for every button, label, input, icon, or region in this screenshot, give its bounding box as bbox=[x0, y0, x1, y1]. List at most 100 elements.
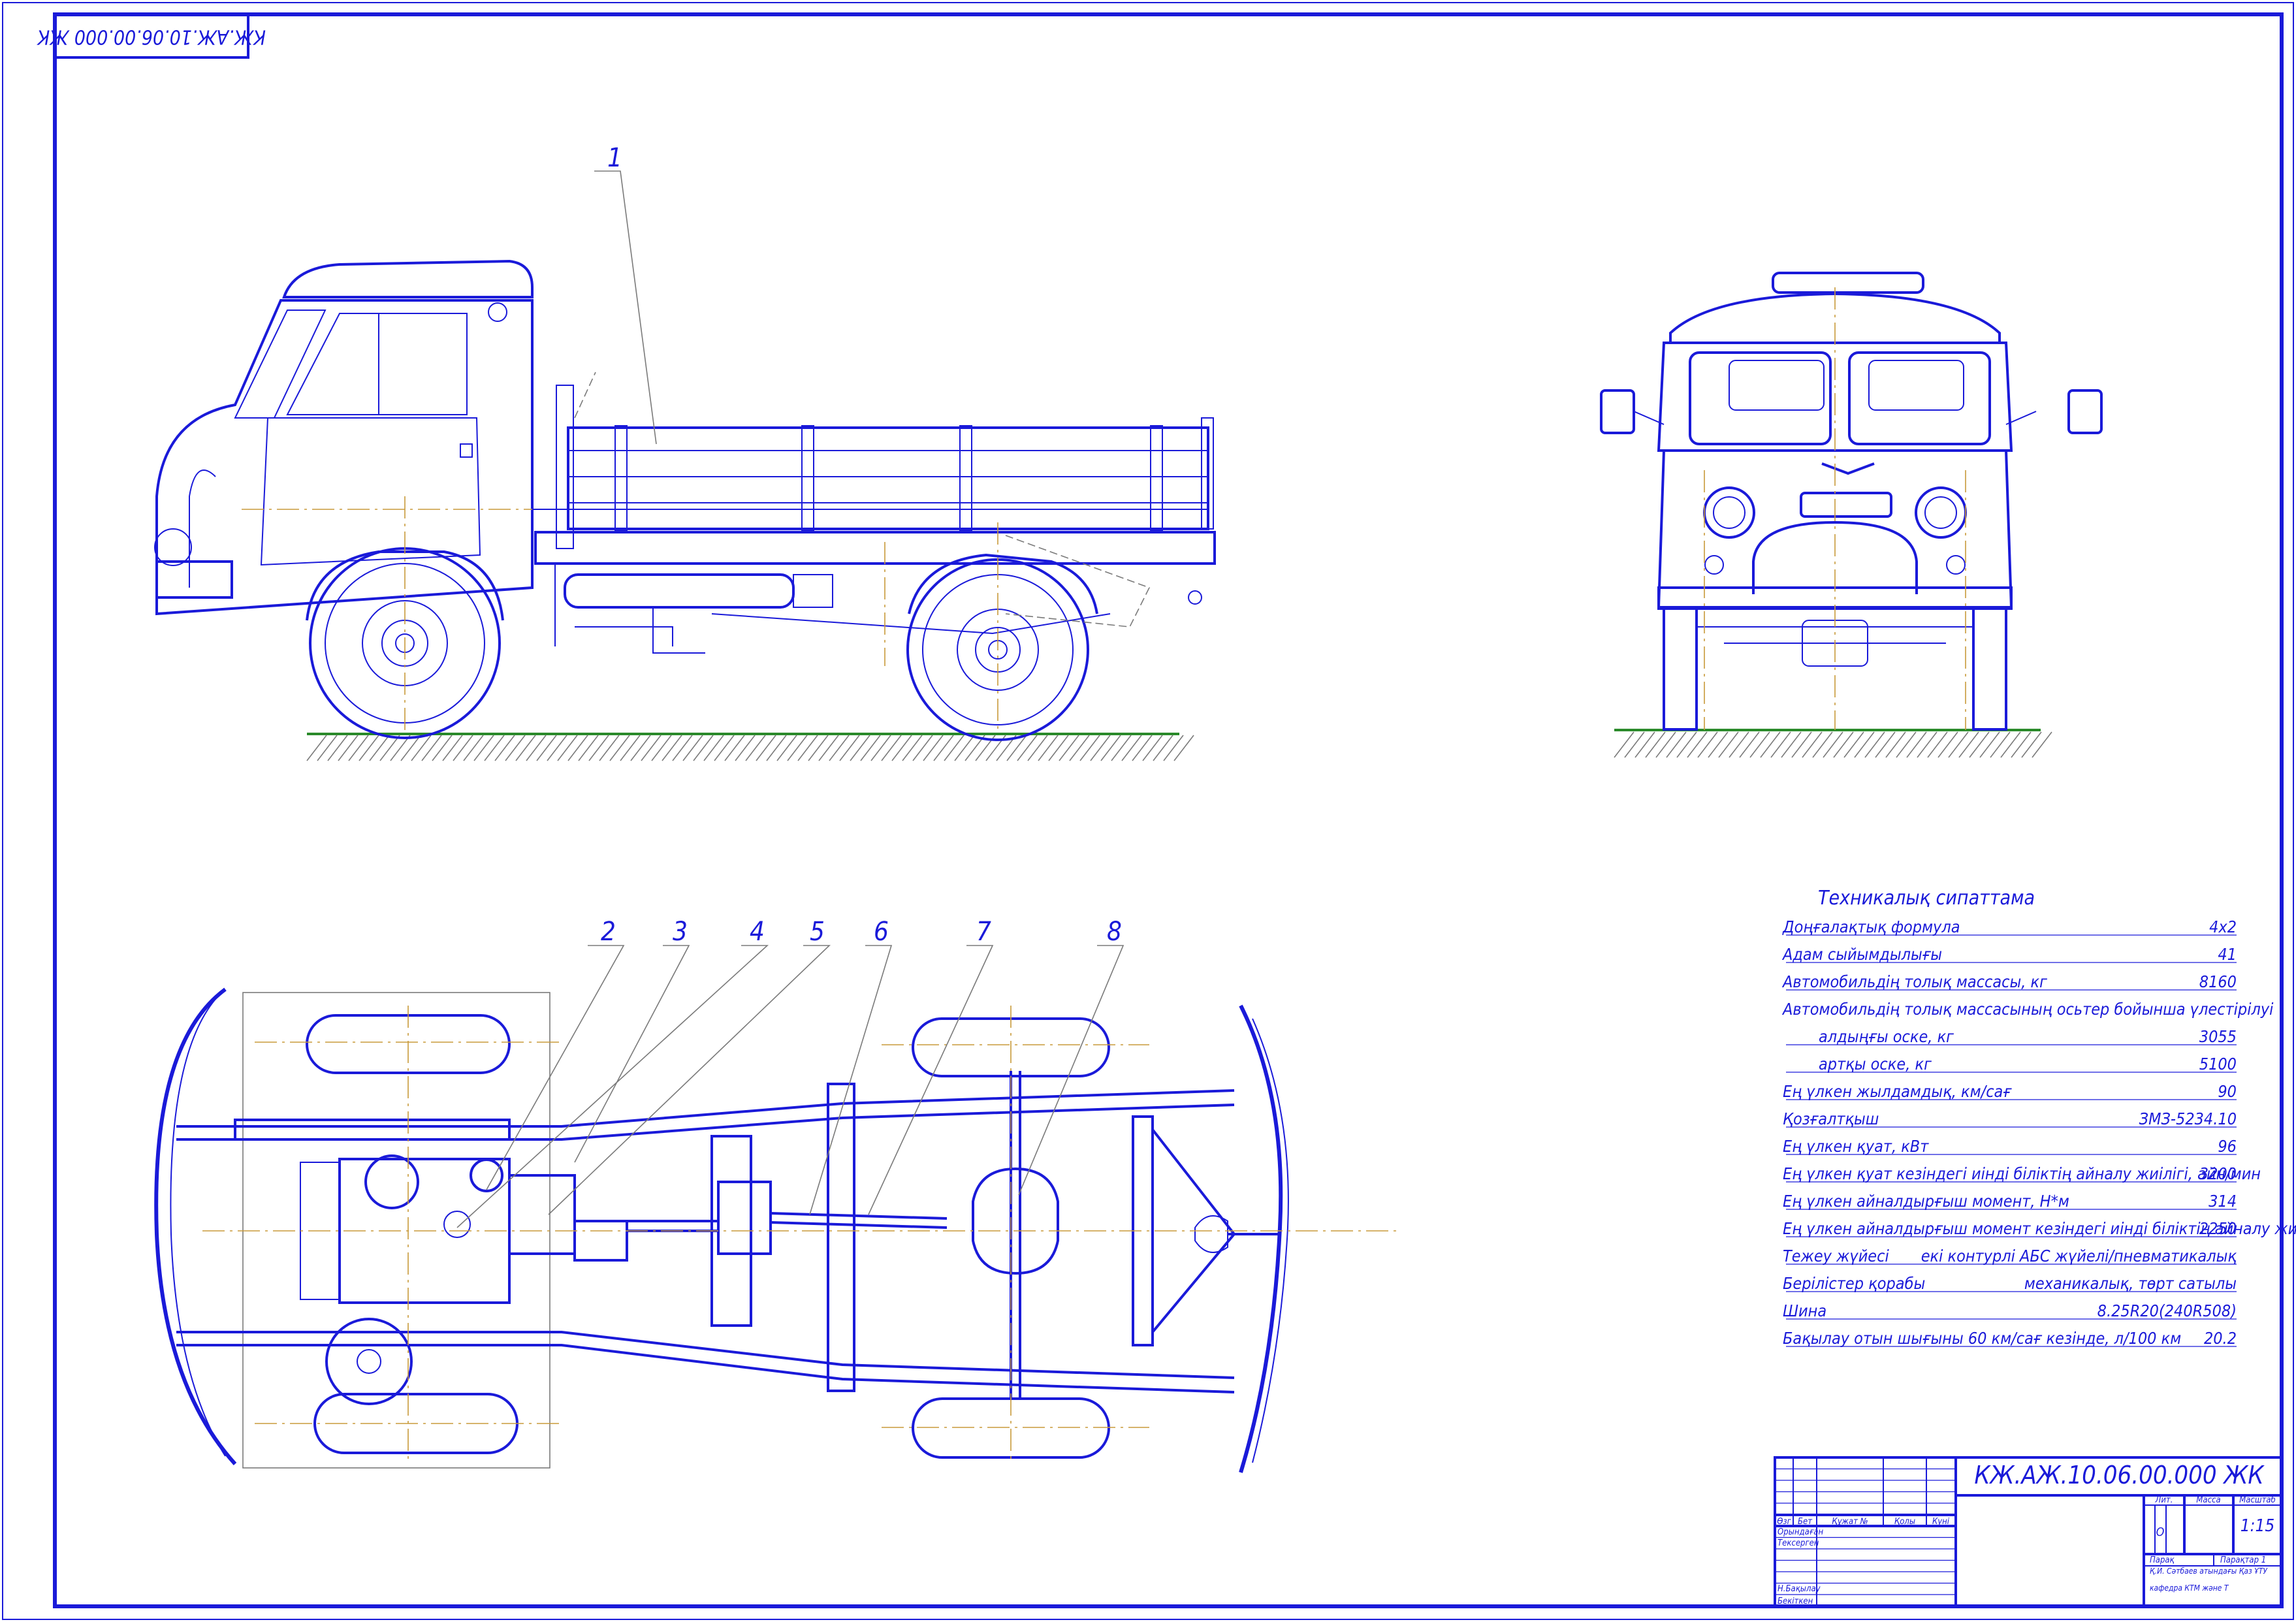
rotated-code-box: КЖ.АЖ.10.06.00.000 ЖК bbox=[36, 13, 266, 59]
door-window bbox=[286, 313, 468, 415]
title-block-col-header: Қолы bbox=[1894, 1517, 1915, 1527]
gearbox bbox=[508, 1174, 576, 1255]
rear-wheel-side bbox=[906, 553, 1098, 741]
cab-front-upper bbox=[1657, 342, 2013, 452]
title-block-col-header: Құжат № bbox=[1832, 1517, 1868, 1527]
propeller-shaft-2 bbox=[770, 1212, 948, 1220]
callout-leaders bbox=[456, 170, 1124, 1228]
spec-row-value: 8160 bbox=[2199, 972, 2237, 991]
spec-row-label: Ең үлкен жылдамдық, км/сағ bbox=[1783, 1082, 2012, 1101]
marker-light bbox=[488, 302, 507, 322]
steering-wheel bbox=[325, 1318, 413, 1405]
spec-row-value: 3055 bbox=[2199, 1027, 2237, 1046]
spec-row-label: Ең үлкен айналдырғыш момент кезіндегі иі… bbox=[1783, 1219, 2296, 1238]
title-block-role: Бекіткен bbox=[1778, 1597, 1813, 1606]
spec-row-value: механикалық, төрт сатылы bbox=[2024, 1274, 2237, 1293]
spec-row-value: 96 bbox=[2218, 1137, 2237, 1156]
spec-title: Техникалық сипаттама bbox=[1818, 887, 2035, 910]
cargo-body bbox=[556, 372, 1214, 549]
spec-row-value: ЗМЗ-5234.10 bbox=[2139, 1109, 2237, 1128]
spec-table: Техникалық сипаттама Доңғалақтық формула… bbox=[1781, 887, 2296, 1348]
spec-row-value: 3200 bbox=[2199, 1164, 2237, 1183]
left-windshield bbox=[1689, 351, 1832, 445]
spec-row-label: Адам сыйымдылығы bbox=[1781, 945, 1942, 964]
spec-row-label: Автомобильдің толық массасы, кг bbox=[1781, 972, 2047, 991]
front-board bbox=[556, 385, 574, 549]
title-block: Өзг Бет Құжат № Қолы КүніОрындағанТексергенН… bbox=[1774, 1456, 2283, 1608]
callout-3: 3 bbox=[673, 917, 688, 947]
rear-bumper-plan bbox=[1239, 1004, 1283, 1473]
scale-header: Масштаб bbox=[2239, 1495, 2276, 1505]
right-mirror bbox=[2067, 389, 2103, 434]
callout-6: 6 bbox=[874, 917, 889, 947]
callout-4: 4 bbox=[750, 917, 765, 947]
title-block-role: Орындаған bbox=[1778, 1527, 1823, 1537]
roof-rack bbox=[1772, 272, 1924, 294]
frame-rail-left bbox=[176, 1089, 1235, 1128]
cab-roof bbox=[282, 259, 534, 298]
emblem bbox=[1821, 462, 1875, 475]
right-windshield bbox=[1848, 351, 1991, 445]
title-block-col-header: Бет bbox=[1798, 1517, 1813, 1527]
scale-value: 1:15 bbox=[2240, 1516, 2275, 1536]
mass-header: Масса bbox=[2196, 1495, 2220, 1505]
org-line-1: Қ.И. Сәтбаев атындағы Қаз ҰТУ bbox=[2150, 1566, 2268, 1576]
spec-row-value: екі контурлі АБС жүйелі/пневматикалық bbox=[1921, 1247, 2237, 1265]
lit-header: Лит. bbox=[2155, 1495, 2173, 1505]
spec-row-value: 314 bbox=[2208, 1192, 2237, 1211]
spec-row-label: Қозғалтқыш bbox=[1783, 1109, 1879, 1128]
callout-7: 7 bbox=[976, 917, 991, 947]
cab-body bbox=[155, 299, 534, 616]
title-block-code: КЖ.АЖ.10.06.00.000 ЖК bbox=[1974, 1461, 2265, 1489]
spec-row-value: 2250 bbox=[2199, 1219, 2237, 1238]
title-block-col-header: Күні bbox=[1932, 1517, 1950, 1527]
spec-row-value: 4x2 bbox=[2209, 917, 2237, 936]
front-bumper-plan bbox=[154, 987, 237, 1466]
spec-row-label: Берілістер қорабы bbox=[1783, 1274, 1925, 1293]
transfer-case bbox=[717, 1181, 772, 1255]
callout-8: 8 bbox=[1107, 917, 1122, 947]
fuel-tank bbox=[564, 573, 795, 609]
windshield bbox=[234, 310, 327, 419]
front-axle bbox=[234, 1119, 511, 1141]
lit-value: О bbox=[2156, 1525, 2165, 1539]
callout-5: 5 bbox=[810, 917, 825, 947]
ground-hatch-front bbox=[1614, 731, 2052, 758]
differential bbox=[972, 1167, 1059, 1275]
spec-row-label: Ең үлкен қуат, кВт bbox=[1783, 1137, 1929, 1156]
title-block-col-header: Өзг bbox=[1777, 1517, 1791, 1527]
sheet-label: Парақ bbox=[2150, 1555, 2175, 1565]
spec-row-label: Шина bbox=[1783, 1301, 1826, 1320]
truck-side-view bbox=[154, 259, 1216, 761]
spec-row-label: Тежеу жүйесі bbox=[1783, 1247, 1890, 1265]
title-block-grid: Өзг Бет Құжат № Қолы КүніОрындағанТексергенН… bbox=[1775, 1457, 1956, 1607]
crossmember-mid bbox=[827, 1083, 855, 1392]
title-block-role: Н.Бақылау bbox=[1778, 1584, 1821, 1594]
spec-row-label: Ең үлкен қуат кезіндегі иінді біліктің а… bbox=[1783, 1164, 2261, 1183]
front-bumper bbox=[155, 560, 233, 599]
spec-row-value: 90 bbox=[2218, 1082, 2237, 1101]
door bbox=[260, 417, 481, 566]
spec-row-value: 5100 bbox=[2199, 1055, 2237, 1073]
left-headlight bbox=[1703, 486, 1755, 539]
truck-front-view bbox=[1600, 272, 2103, 758]
bull-bar bbox=[1752, 520, 1918, 594]
spec-row-value: 8.25R20(240R508) bbox=[2097, 1301, 2237, 1320]
spec-row-label: Бақылау отын шығыны 60 км/сағ кезінде, л… bbox=[1783, 1329, 2181, 1348]
left-mirror bbox=[1600, 389, 1635, 434]
spec-row-label: артқы оске, кг bbox=[1819, 1055, 1932, 1073]
cab-outline-plan bbox=[242, 992, 550, 1469]
left-tire-front bbox=[1663, 607, 1698, 731]
callout-labels: 1 2 3 4 5 6 7 8 bbox=[601, 143, 1122, 947]
rotated-drawing-code: КЖ.АЖ.10.06.00.000 ЖК bbox=[36, 25, 266, 48]
title-block-role: Тексерген bbox=[1778, 1538, 1819, 1548]
spec-row-value: 41 bbox=[2218, 945, 2237, 964]
right-headlight bbox=[1915, 486, 1967, 539]
right-tire-front bbox=[1972, 607, 2007, 731]
org-line-2: кафедра КТМ және Т bbox=[2150, 1583, 2229, 1593]
spec-row-label: Доңғалақтық формула bbox=[1782, 917, 1960, 936]
ground-hatch-side bbox=[306, 735, 1194, 761]
spec-row-value: 20.2 bbox=[2204, 1329, 2237, 1348]
